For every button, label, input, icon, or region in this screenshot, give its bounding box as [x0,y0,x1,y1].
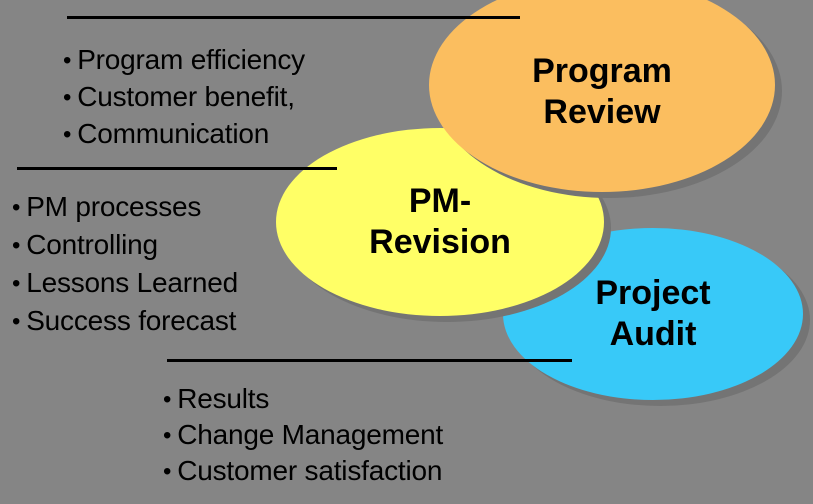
list-item-label: Controlling [26,229,158,260]
ellipse-label-line: Review [543,93,661,131]
pm-revision-ellipse: PM- Revision [276,128,611,322]
program-review-ellipse: Program Review [429,0,782,198]
list-item-label: Customer satisfaction [177,455,443,486]
ellipse-label-line: Project [595,274,711,312]
list-item-label: Communication [77,118,270,149]
list-item: • Success forecast [12,303,238,341]
separator-line-program-review [67,16,520,19]
list-item-label: Success forecast [26,305,237,336]
bullet-icon: • [63,47,72,74]
separator-line-project-audit [167,359,572,362]
list-item: • Customer benefit, [63,79,305,116]
bullet-icon: • [12,308,21,335]
bullet-icon: • [63,121,72,148]
list-item: • PM processes [12,189,238,227]
bullet-icon: • [12,232,21,259]
ellipse-label-line: Revision [369,223,511,261]
list-item: • Results [163,382,443,418]
list-item-label: Customer benefit, [77,81,295,112]
list-item-label: Program efficiency [77,44,305,75]
bullet-icon: • [163,458,172,485]
ellipse-label-line: PM- [408,182,472,220]
project-audit-criteria-list: • Results • Change Management • Customer… [163,382,443,490]
ellipse-label-line: Audit [609,315,697,353]
list-item: • Lessons Learned [12,265,238,303]
bullet-icon: • [163,386,172,413]
bullet-icon: • [63,84,72,111]
bullet-icon: • [163,422,172,449]
program-review-oval-shape: Program Review [429,0,775,192]
list-item-label: Change Management [177,419,444,450]
bullet-icon: • [12,270,21,297]
ellipse-label-line: Program [532,52,672,90]
list-item: • Change Management [163,418,443,454]
bullet-icon: • [12,194,21,221]
separator-line-pm-revision [17,167,337,170]
list-item-label: Lessons Learned [26,267,239,298]
list-item: • Program efficiency [63,42,305,79]
pm-revision-criteria-list: • PM processes • Controlling • Lessons L… [12,189,238,341]
list-item: • Communication [63,116,305,153]
list-item-label: PM processes [26,191,202,222]
list-item-label: Results [177,383,270,414]
list-item: • Customer satisfaction [163,454,443,490]
pm-revision-oval-shape: PM- Revision [276,128,604,316]
list-item: • Controlling [12,227,238,265]
program-review-criteria-list: • Program efficiency • Customer benefit,… [63,42,305,153]
